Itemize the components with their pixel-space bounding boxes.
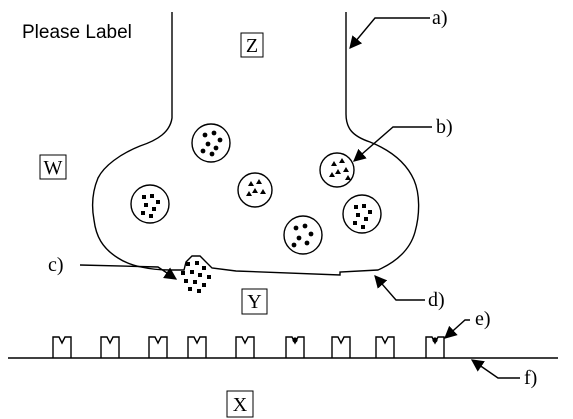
leader-a — [349, 17, 430, 49]
receptor — [375, 336, 395, 358]
title-text: Please Label — [22, 22, 132, 43]
region-x-text: X — [233, 394, 248, 416]
region-y: Y — [241, 288, 268, 315]
region-z: Z — [240, 32, 264, 58]
leader-d — [374, 275, 425, 301]
vesicle — [283, 215, 323, 255]
leader-c — [79, 264, 178, 280]
region-y-box — [241, 288, 268, 315]
region-w-box — [39, 154, 67, 180]
region-x: X — [226, 390, 254, 418]
label-a: a) — [432, 7, 448, 29]
region-z-text: Z — [246, 35, 258, 57]
region-w-text: W — [44, 157, 63, 179]
region-w: W — [39, 154, 67, 180]
receptor — [100, 336, 120, 358]
leader-f — [470, 359, 520, 379]
label-b: b) — [436, 116, 453, 138]
receptor — [148, 336, 168, 358]
label-e: e) — [475, 308, 491, 330]
vesicle — [191, 123, 231, 163]
leader-e — [444, 319, 470, 339]
receptor — [235, 336, 255, 358]
receptor — [285, 336, 305, 358]
receptor — [52, 336, 72, 358]
region-y-text: Y — [247, 291, 261, 313]
receptor — [331, 336, 351, 358]
region-x-box — [226, 390, 254, 418]
receptors — [52, 336, 445, 358]
label-c: c) — [48, 254, 64, 276]
label-d: d) — [428, 289, 445, 311]
label-f: f) — [524, 367, 537, 389]
vesicle — [319, 152, 355, 188]
leader-b — [353, 126, 432, 162]
vesicle-contents — [141, 130, 372, 248]
vesicle — [130, 184, 170, 224]
vesicle — [342, 194, 382, 234]
receptor — [425, 336, 445, 358]
receptor — [187, 336, 207, 358]
vesicle-circles — [130, 123, 382, 255]
released-neurotransmitter — [181, 261, 211, 293]
vesicles — [130, 123, 382, 255]
region-z-box — [240, 32, 264, 58]
leader-lines — [79, 17, 520, 379]
vesicle — [237, 172, 273, 208]
